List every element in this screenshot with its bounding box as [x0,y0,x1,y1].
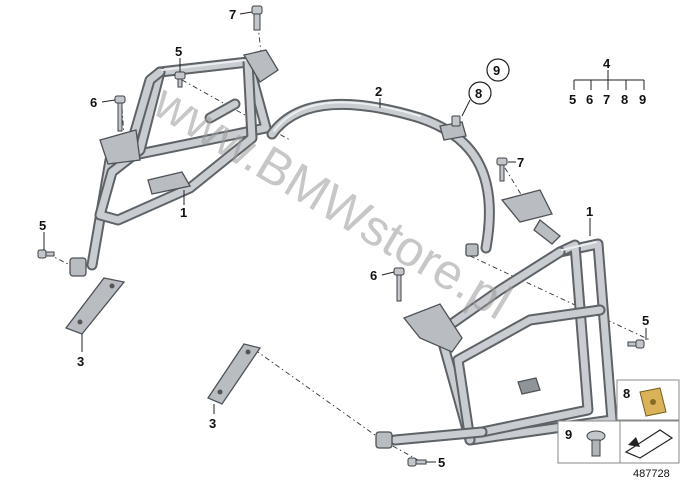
label-5-top: 5 [175,44,182,59]
bolt-6-left-icon [114,95,126,132]
torx-screw-icon [586,430,606,457]
part-9-circled-label: 9 [493,63,500,78]
diagram-number: 487728 [633,468,670,480]
lower-holder-plate [207,343,262,405]
label-1-right: 1 [586,204,593,219]
label-6-mid: 6 [370,268,377,283]
group-parent-label: 4 [603,56,611,71]
left-pannier-frame [69,49,279,277]
inset-8-label: 8 [623,386,630,401]
holder-plates [64,277,262,405]
label-3-upper: 3 [77,354,84,369]
label-6-left: 6 [90,95,97,110]
label-5-bottom: 5 [438,455,445,470]
rear-connecting-bar [266,98,495,257]
bolt-6-mid-icon [393,267,405,302]
upper-holder-plate [64,277,126,335]
bolt-7-top-icon [251,5,263,31]
group-child-label: 6 [586,92,593,107]
arrow-symbol-icon [624,429,674,459]
clip-nut-icon [639,387,667,417]
group-tree: 4 5 6 7 8 9 [569,56,646,107]
callout-circle [486,58,510,82]
group-child-label: 8 [621,92,628,107]
bolt-7-right-icon [496,157,508,182]
circled-callouts: 9 8 [468,58,510,105]
label-7-right: 7 [517,155,524,170]
right-pannier-frame [375,189,618,449]
label-5-right: 5 [642,313,649,328]
group-child-label: 7 [603,92,610,107]
inset-panel: 8 9 487728 [557,379,680,480]
callout-circle [468,81,492,105]
bolt-5-left-icon [37,249,55,259]
inset-9-label: 9 [565,427,572,442]
label-2: 2 [375,84,382,99]
label-1-left: 1 [180,205,187,220]
leader-lines [43,11,647,463]
right-frame-foot [375,431,393,449]
label-5-left: 5 [39,218,46,233]
fasteners [37,5,645,467]
part-labels: 7 5 6 2 1 5 7 1 6 5 3 3 5 [39,7,649,470]
inset-box-9 [557,420,621,464]
label-7-top: 7 [229,7,236,22]
group-child-label: 9 [639,92,646,107]
part-8-circled-label: 8 [475,86,482,101]
group-child-label: 5 [569,92,576,107]
label-3-lower: 3 [209,416,216,431]
clip-8-icon [451,115,461,127]
bolt-5-right-icon [627,339,645,349]
bolt-5-bottom-icon [407,457,427,467]
left-frame-foot [69,257,87,277]
